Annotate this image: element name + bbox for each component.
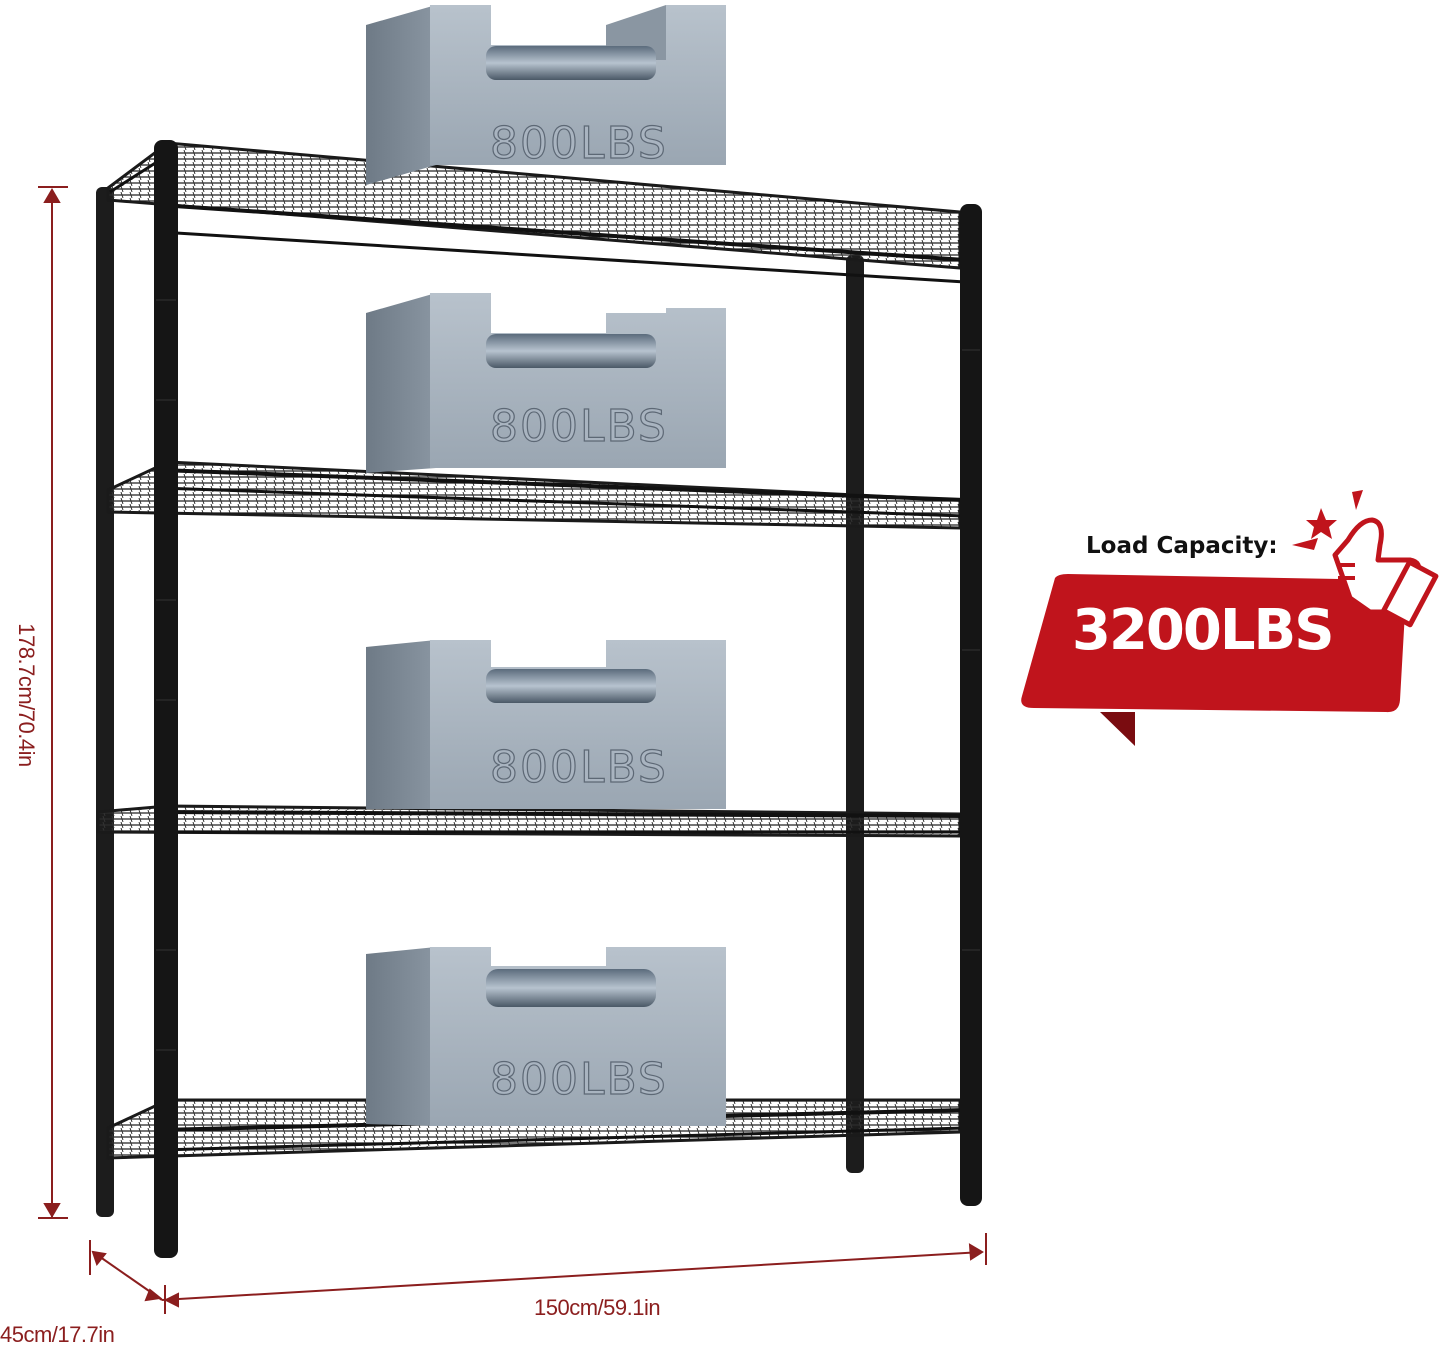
dimension-lines (38, 186, 987, 1314)
thumbs-up-icon (1332, 517, 1439, 628)
load-capacity-badge (1021, 490, 1439, 746)
shelves (96, 141, 966, 1160)
weight-label: 800LBS (490, 1054, 668, 1105)
load-capacity-title: Load Capacity: (1086, 533, 1278, 559)
load-capacity-value: 3200LBS (1072, 598, 1335, 663)
depth-dimension-label: 45cm/17.7in (0, 1322, 115, 1347)
weight-label: 800LBS (490, 401, 668, 452)
width-dimension-label: 150cm/59.1in (534, 1295, 661, 1320)
height-dimension-label: 178.7cm/70.4in (14, 623, 39, 767)
weight-label: 800LBS (490, 742, 668, 793)
back-posts (96, 187, 864, 1217)
front-posts (154, 140, 982, 1258)
weights: 800LBS 800LBS 800LBS 800LBS (366, 5, 726, 1126)
weight-label: 800LBS (490, 118, 668, 169)
